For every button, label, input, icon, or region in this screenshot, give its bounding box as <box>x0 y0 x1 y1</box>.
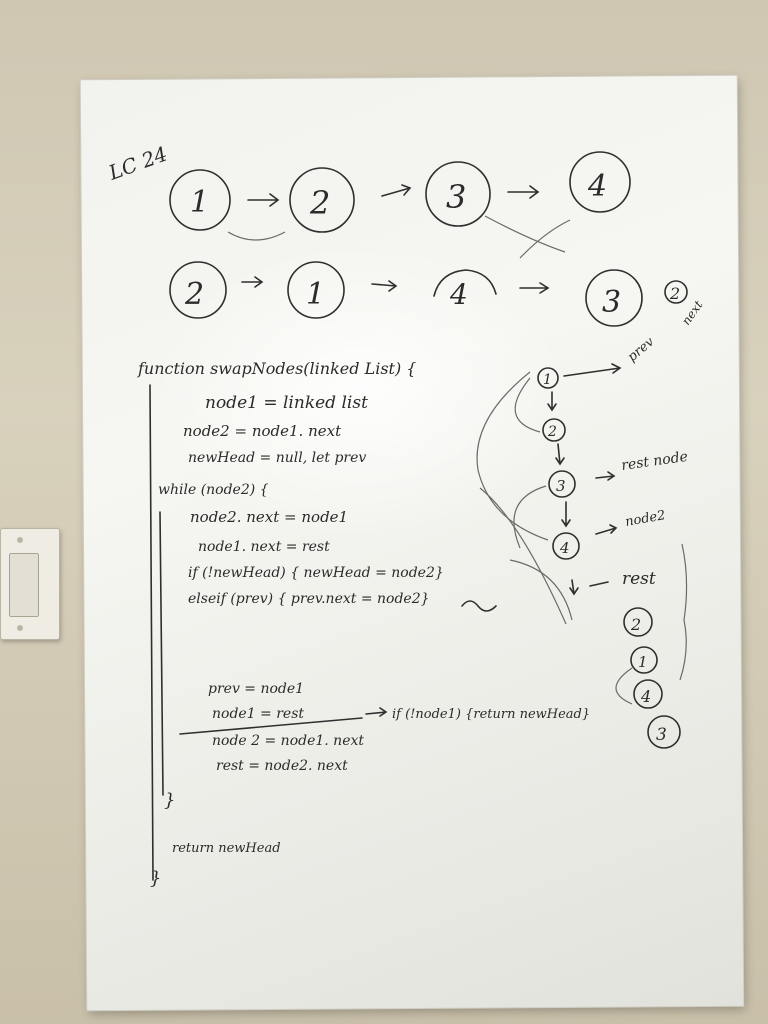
stack-node-label: 1 <box>638 653 648 671</box>
stack-node-label: 3 <box>656 725 667 745</box>
code-line: if (!newHead) { newHead = node2} <box>188 565 444 581</box>
code-line: node1. next = rest <box>198 539 330 555</box>
second-node-label: 3 <box>602 285 621 320</box>
side-note: if (!node1) {return newHead} <box>392 707 590 722</box>
light-switch-toggle <box>9 553 39 617</box>
top-row-list: 1 2 3 4 <box>169 151 631 259</box>
arrow-icon <box>371 280 398 292</box>
pointer-diagram: 1 2 3 4 prev next rest node node2 rest 2… <box>476 298 706 749</box>
code-line: prev = node1 <box>208 681 304 697</box>
arrow-icon <box>365 707 388 717</box>
node-circle <box>425 161 491 227</box>
node-circle <box>287 261 345 319</box>
curve-arrow <box>479 487 567 625</box>
arrow-icon <box>241 276 264 288</box>
diagram-node-label: 3 <box>556 477 566 495</box>
node-circle <box>647 715 681 749</box>
squiggle-mark <box>461 600 497 612</box>
arrow-icon <box>381 184 412 197</box>
code-line: node2 = node1. next <box>183 422 342 440</box>
divider-line <box>179 717 363 735</box>
diagram-label: rest node <box>620 449 689 474</box>
node-circle <box>552 532 580 560</box>
top-node-label: 4 <box>587 169 607 204</box>
node-circle <box>548 470 576 498</box>
swap-curve <box>227 231 286 241</box>
code-line: function swapNodes(linked List) { <box>137 359 416 378</box>
code-line: } <box>164 790 175 811</box>
diagram-label: next <box>679 298 706 328</box>
top-node-label: 1 <box>190 185 209 220</box>
node-circle <box>169 261 227 319</box>
node-circle <box>623 607 653 637</box>
code-line: node 2 = node1. next <box>212 733 364 749</box>
second-row-list: 2 1 4 3 2 <box>169 261 688 327</box>
arrow-icon <box>247 193 280 207</box>
node-circle <box>664 280 688 304</box>
diagram-label: rest <box>622 569 656 589</box>
second-node-label: 1 <box>306 277 325 312</box>
arrow-icon <box>595 471 616 481</box>
diagram-label: node2 <box>624 508 666 530</box>
while-bracket <box>159 511 164 796</box>
code-line: while (node2) { <box>158 482 269 498</box>
code-line: node2. next = node1 <box>190 508 348 526</box>
second-node-label: 4 <box>449 278 468 311</box>
arrow-icon <box>561 501 571 528</box>
diagram-node-label: 2 <box>547 424 557 440</box>
swap-curve <box>484 215 571 259</box>
scribble-mark <box>679 543 688 681</box>
curve-arrow <box>514 377 541 433</box>
node-circle <box>169 169 231 231</box>
curve-arrow <box>476 371 549 541</box>
stack-node-label: 4 <box>640 687 651 706</box>
light-switch-plate <box>0 528 60 640</box>
node-circle <box>585 269 643 327</box>
curve-arrow <box>513 485 547 549</box>
arrow-icon <box>507 185 540 199</box>
screw-icon <box>17 625 23 631</box>
arrow-icon <box>563 363 622 377</box>
node-arc <box>433 269 497 297</box>
code-line: rest = node2. next <box>216 758 348 774</box>
screw-icon <box>17 537 23 543</box>
code-line: node1 = rest <box>212 706 304 722</box>
code-line: node1 = linked list <box>205 393 368 413</box>
node-circle <box>537 367 559 389</box>
arrow-icon <box>589 581 609 587</box>
arrow-icon <box>555 443 565 466</box>
top-node-label: 3 <box>446 178 466 216</box>
arrow-icon <box>519 282 550 294</box>
node-circle <box>289 167 355 233</box>
node-circle <box>569 151 631 213</box>
diagram-node-label: 1 <box>543 372 552 388</box>
arrow-icon <box>569 579 579 596</box>
code-line: newHead = null, let prev <box>188 450 366 466</box>
second-node-extra: 2 <box>669 284 680 303</box>
function-bracket <box>149 384 154 881</box>
second-node-label: 2 <box>184 277 204 312</box>
curve-arrow <box>509 559 573 621</box>
code-line: } <box>150 868 161 889</box>
node-circle <box>542 418 566 442</box>
code-block: function swapNodes(linked List) { node1 … <box>137 359 590 889</box>
node-circle <box>630 646 658 674</box>
stack-node-label: 2 <box>630 615 641 634</box>
top-node-label: 2 <box>309 184 330 222</box>
node-circle <box>633 679 663 709</box>
code-line: elseif (prev) { prev.next = node2} <box>188 591 430 607</box>
diagram-label: prev <box>625 334 658 365</box>
title-mark: LC 24 <box>105 141 171 185</box>
curve-arrow <box>615 667 633 705</box>
code-line: return newHead <box>172 841 281 856</box>
diagram-node-label: 4 <box>559 539 570 557</box>
light-glare <box>150 240 570 540</box>
arrow-icon <box>547 391 557 412</box>
arrow-icon <box>595 524 618 535</box>
